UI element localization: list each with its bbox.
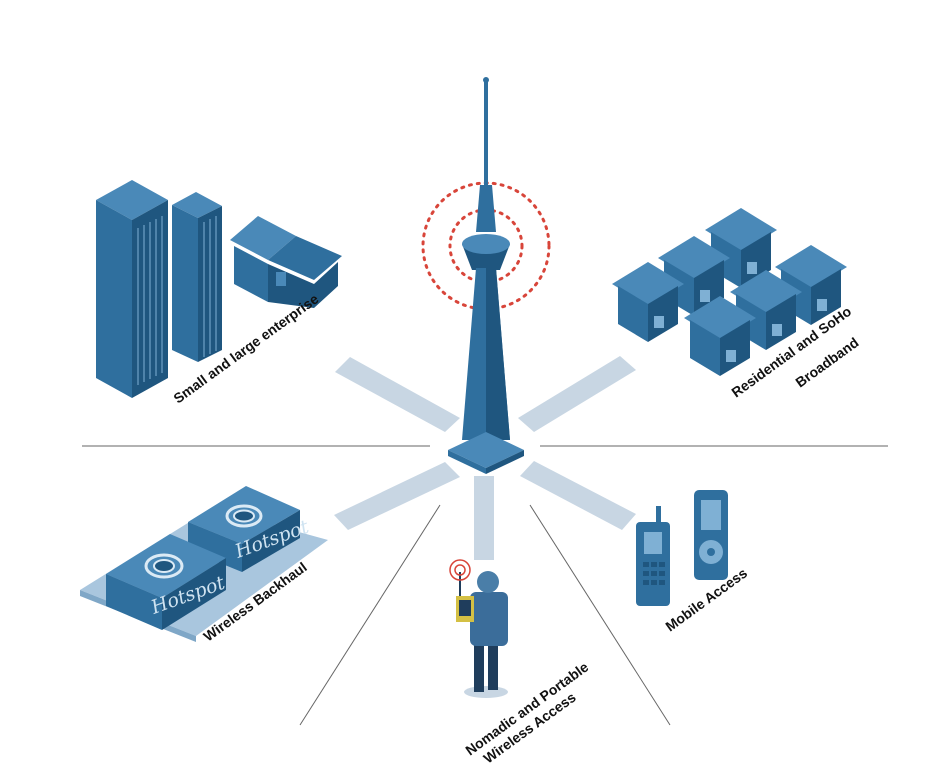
- house-icon: [230, 216, 342, 308]
- beam-mobile: [520, 461, 636, 530]
- divider-bottom-left: [299, 504, 441, 726]
- house-icon: [684, 296, 756, 376]
- transmission-tower-icon: [448, 77, 524, 474]
- portable-player-icon: [694, 490, 728, 580]
- divider-bottom-right: [529, 504, 671, 726]
- office-building-icon: [96, 180, 222, 398]
- house-icon: [730, 270, 802, 350]
- hotspot-device-icon: Hotspot: [106, 534, 228, 630]
- house-icon: [612, 262, 684, 342]
- residential-houses: [612, 208, 847, 376]
- cell-phone-icon: [636, 506, 670, 606]
- person-with-device-icon: [449, 559, 508, 698]
- beam-residential: [518, 356, 636, 432]
- beam-enterprise: [335, 357, 460, 432]
- signal-beams: [334, 356, 636, 560]
- beam-backhaul: [334, 462, 460, 530]
- beam-nomadic: [474, 476, 494, 560]
